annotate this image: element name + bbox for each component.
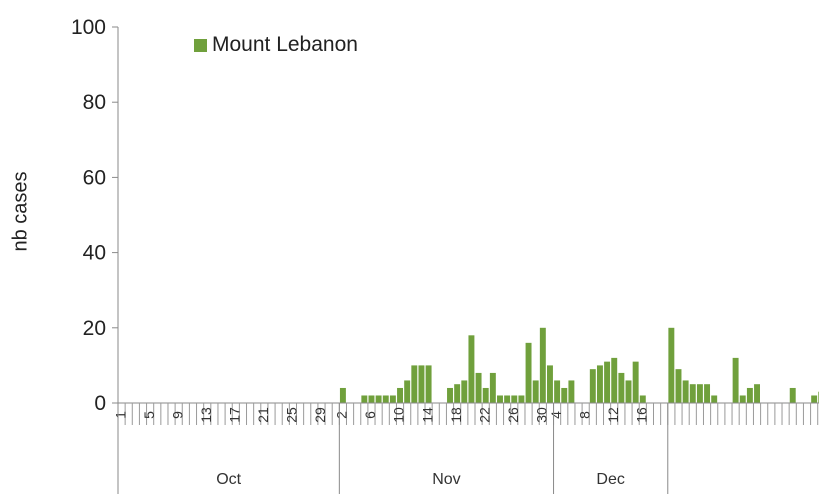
bar-day-72 <box>625 380 632 403</box>
bar-day-70 <box>611 357 618 403</box>
bar-day-67 <box>589 369 596 403</box>
y-tick-label-80: 80 <box>83 91 106 114</box>
bar-day-89 <box>746 387 753 403</box>
bar-day-40 <box>397 387 403 403</box>
x-day-label-12: 12 <box>605 407 621 423</box>
legend-swatch-mount-lebanon <box>194 38 207 52</box>
bar-day-39 <box>389 395 396 403</box>
bar-day-37 <box>375 395 382 403</box>
bar-day-41 <box>404 380 411 403</box>
y-tick-label-100: 100 <box>71 16 106 39</box>
bar-day-90 <box>754 384 760 403</box>
bar-day-36 <box>368 395 375 403</box>
bar-day-64 <box>568 380 575 403</box>
bar-day-50 <box>468 335 475 403</box>
x-day-label-8: 8 <box>576 411 592 419</box>
x-day-label-10: 10 <box>391 407 407 423</box>
x-day-label-30: 30 <box>534 407 550 423</box>
bar-day-82 <box>696 384 703 403</box>
bar-day-79 <box>675 369 682 403</box>
bar-day-81 <box>689 384 696 403</box>
bar-day-49 <box>461 380 468 403</box>
x-day-label-18: 18 <box>448 407 464 423</box>
x-day-label-14: 14 <box>419 407 435 423</box>
bar-day-69 <box>604 361 611 403</box>
month-label-oct: Oct <box>216 471 241 488</box>
y-tick-label-60: 60 <box>83 166 106 189</box>
x-day-label-4: 4 <box>548 411 564 419</box>
bar-day-51 <box>475 372 482 403</box>
x-day-label-1: 1 <box>112 411 128 419</box>
bar-day-87 <box>732 357 739 403</box>
bar-day-60 <box>539 327 546 403</box>
bar-day-57 <box>518 395 525 403</box>
month-label-dec: Dec <box>596 471 624 488</box>
y-tick-label-0: 0 <box>94 392 106 415</box>
bar-day-73 <box>632 361 639 403</box>
bar-day-42 <box>411 365 418 403</box>
x-day-label-16: 16 <box>633 407 649 423</box>
y-tick-label-40: 40 <box>83 242 106 265</box>
bar-day-38 <box>382 395 389 403</box>
bar-day-88 <box>739 395 746 403</box>
x-day-label-17: 17 <box>227 407 243 423</box>
bar-day-47 <box>447 387 453 403</box>
bar-day-58 <box>525 342 532 403</box>
x-day-label-25: 25 <box>284 407 300 423</box>
x-day-label-22: 22 <box>476 407 492 423</box>
bar-day-59 <box>532 380 539 403</box>
month-label-nov: Nov <box>432 471 460 488</box>
x-day-label-9: 9 <box>169 411 185 419</box>
x-day-label-21: 21 <box>255 407 271 423</box>
bar-day-83 <box>704 384 711 403</box>
y-axis-label: nb cases <box>9 171 32 252</box>
bar-day-62 <box>554 380 561 403</box>
legend: Mount Lebanon <box>194 33 358 57</box>
bar-day-84 <box>711 395 718 403</box>
bar-day-95 <box>789 387 796 403</box>
x-day-label-13: 13 <box>198 407 214 423</box>
x-day-label-5: 5 <box>141 411 157 419</box>
bar-day-43 <box>418 365 425 403</box>
bar-day-54 <box>497 395 503 403</box>
legend-label-mount-lebanon: Mount Lebanon <box>212 33 358 56</box>
bar-day-52 <box>482 387 489 403</box>
bar-day-55 <box>504 395 511 403</box>
y-tick-label-20: 20 <box>83 317 106 340</box>
bar-day-56 <box>511 395 518 403</box>
bar-day-44 <box>425 365 432 403</box>
x-day-label-6: 6 <box>362 411 378 419</box>
bar-day-71 <box>618 372 625 403</box>
bar-day-63 <box>561 387 568 403</box>
bar-day-32 <box>339 387 346 403</box>
bar-day-35 <box>361 395 368 403</box>
bar-day-61 <box>547 365 553 403</box>
bar-day-68 <box>596 365 603 403</box>
bar-day-98 <box>811 395 818 403</box>
x-day-label-29: 29 <box>312 407 328 423</box>
x-day-label-26: 26 <box>505 407 521 423</box>
bar-day-48 <box>454 384 461 403</box>
bar-day-78 <box>668 327 675 403</box>
x-day-label-2: 2 <box>334 411 350 419</box>
bar-day-74 <box>639 395 646 403</box>
bar-day-53 <box>489 372 496 403</box>
bar-day-80 <box>682 380 689 403</box>
